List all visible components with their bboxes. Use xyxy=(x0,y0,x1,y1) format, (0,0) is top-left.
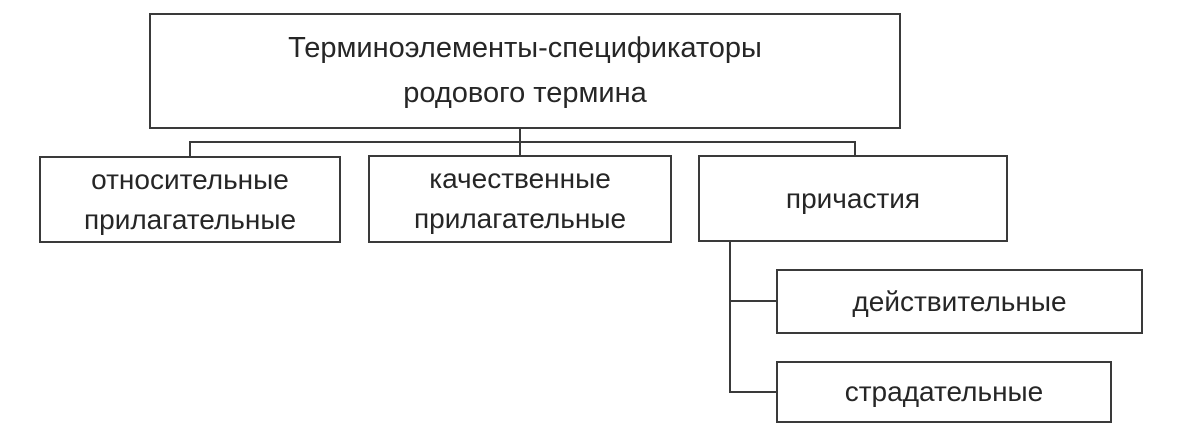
node-relative-adjectives: относительные прилагательные xyxy=(39,156,341,243)
node-relative-adjectives-label: относительные прилагательные xyxy=(83,163,297,235)
node-root-label: Терминоэлементы-спецификаторы родового т… xyxy=(288,32,762,109)
connector-branch-active xyxy=(729,300,776,302)
node-participles-label: причастия xyxy=(785,182,921,214)
node-qualitative-adjectives: качественные прилагательные xyxy=(368,155,672,243)
node-passive-participles: страдательные xyxy=(776,361,1112,423)
node-root: Терминоэлементы-спецификаторы родового т… xyxy=(149,13,901,129)
node-active-participles: действительные xyxy=(776,269,1143,334)
connector-drop-middle xyxy=(519,141,521,156)
connector-root-stub xyxy=(519,127,521,143)
connector-horizontal-bus xyxy=(189,141,856,143)
node-passive-participles-label: страдательные xyxy=(844,376,1044,407)
connector-branch-passive xyxy=(729,391,776,393)
connector-participles-vertical xyxy=(729,242,731,393)
node-active-participles-label: действительные xyxy=(852,285,1067,317)
node-qualitative-adjectives-label: качественные прилагательные xyxy=(413,163,627,234)
connector-drop-left xyxy=(189,141,191,157)
connector-drop-right xyxy=(854,141,856,156)
node-participles: причастия xyxy=(698,155,1008,242)
